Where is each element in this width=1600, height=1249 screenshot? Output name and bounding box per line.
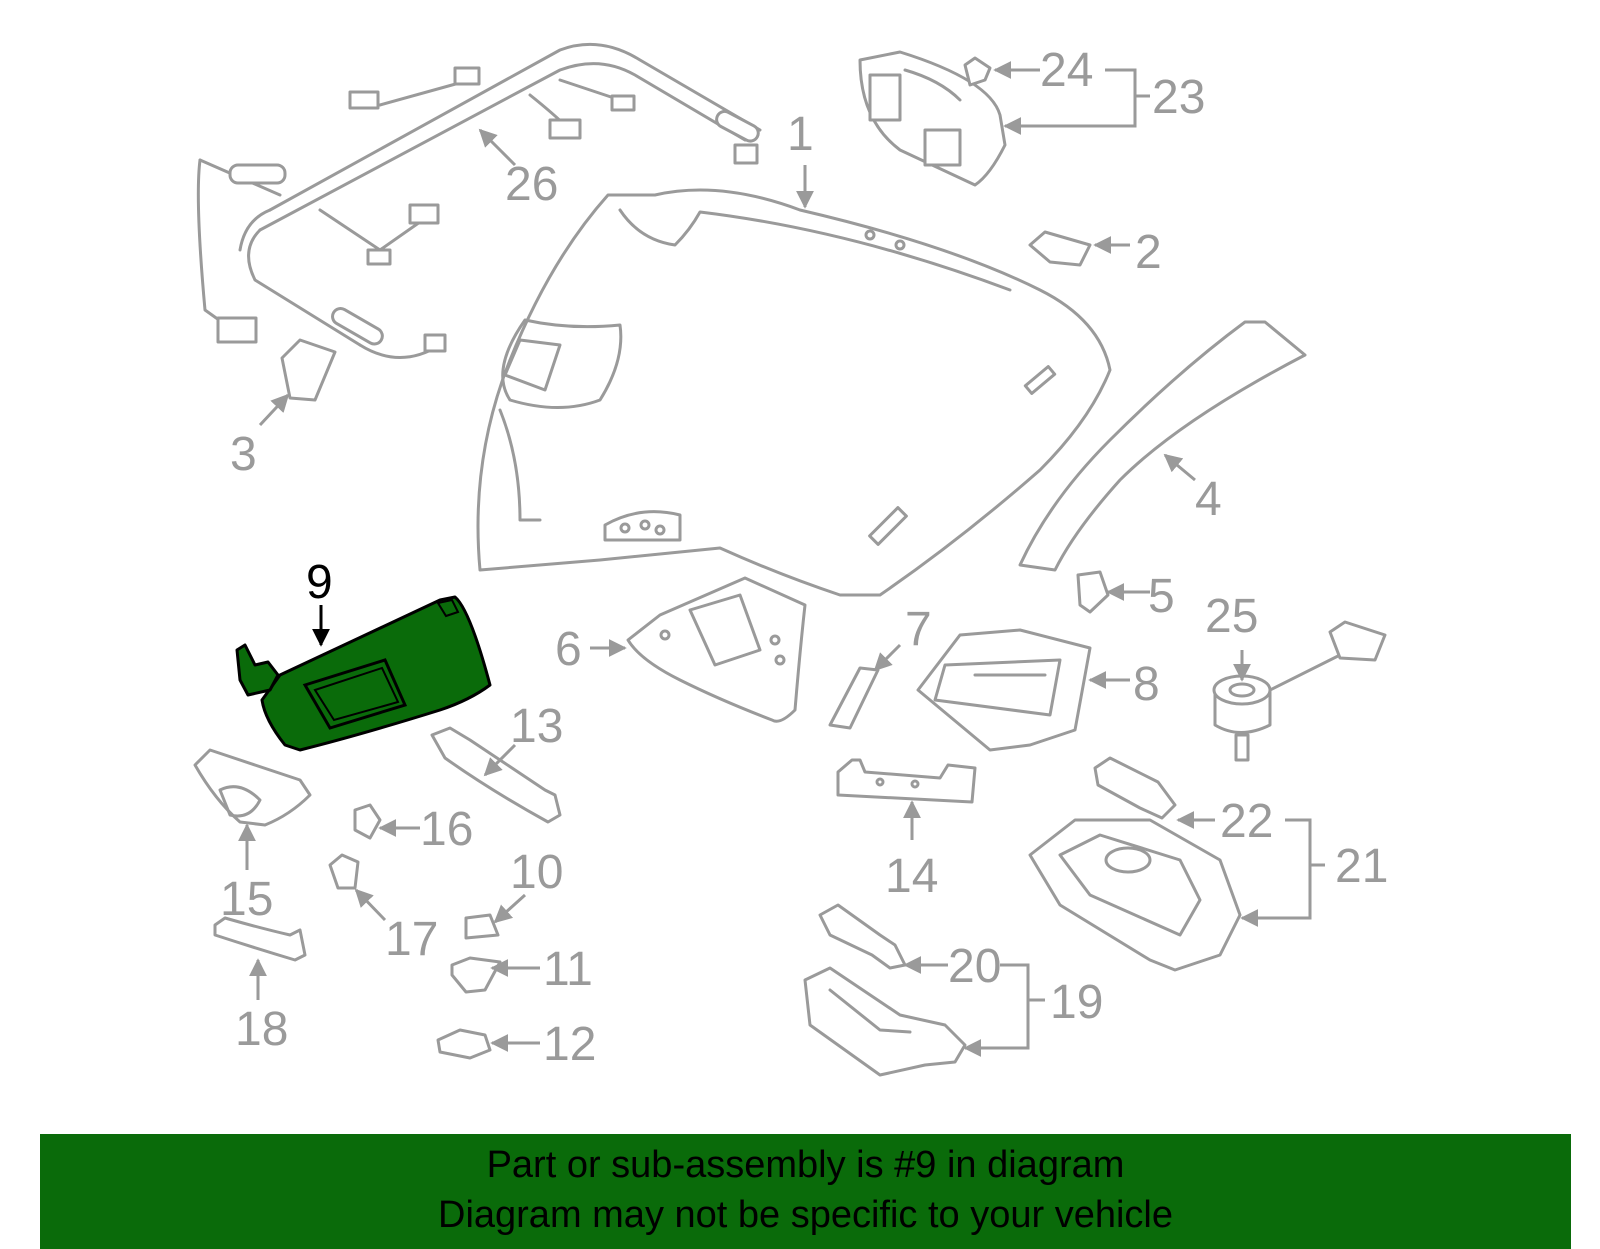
callout-labels: 1 2 3 4 5 6 7 8 9 10 11 12 13 14 15 16 1…	[220, 44, 1388, 1071]
callout-7: 7	[905, 603, 932, 656]
clip-part-17	[328, 853, 360, 890]
bulb-part-20	[818, 903, 907, 970]
clip-part-16	[353, 803, 382, 840]
banner-line-2: Diagram may not be specific to your vehi…	[438, 1194, 1173, 1236]
callout-5: 5	[1148, 570, 1175, 623]
callout-14: 14	[885, 850, 938, 903]
callout-10: 10	[510, 846, 563, 899]
sun-visor-part-9	[235, 595, 492, 752]
callout-26: 26	[505, 158, 558, 211]
wiring-harness-part-26	[196, 42, 762, 359]
banner-line-1: Part or sub-assembly is #9 in diagram	[486, 1144, 1125, 1186]
headliner-part-1	[476, 188, 1112, 597]
dome-lamp-part-21	[1028, 818, 1242, 972]
sunroof-frame-part-8	[916, 628, 1092, 752]
info-banner: Part or sub-assembly is #9 in diagram Di…	[40, 1134, 1571, 1249]
callout-21: 21	[1335, 840, 1388, 893]
callout-6: 6	[555, 623, 582, 676]
bracket-part-11	[450, 956, 502, 994]
visor-holder-part-15	[193, 748, 312, 827]
callout-11: 11	[543, 943, 593, 996]
callout-23: 23	[1152, 71, 1205, 124]
bulb-part-22	[1093, 756, 1177, 820]
clip-part-5	[1076, 570, 1110, 614]
clip-part-24	[963, 56, 992, 87]
cover-part-3	[280, 338, 337, 402]
clip-part-10	[464, 913, 500, 940]
cap-part-12	[436, 1028, 492, 1060]
callout-13: 13	[510, 700, 563, 753]
callout-3: 3	[230, 428, 257, 481]
callout-25: 25	[1205, 590, 1258, 643]
leader-lines	[238, 61, 1325, 1057]
callout-1: 1	[787, 108, 814, 161]
callout-16: 16	[420, 803, 473, 856]
bracket-part-6	[626, 576, 807, 723]
seal-part-7	[828, 666, 880, 730]
pillar-trim-part-4	[1018, 320, 1307, 572]
pad-part-2	[1028, 230, 1092, 267]
callout-18: 18	[235, 1003, 288, 1056]
handle-part-18	[213, 916, 307, 962]
callout-12: 12	[543, 1018, 596, 1071]
callout-2: 2	[1135, 226, 1162, 279]
callout-8: 8	[1133, 658, 1160, 711]
callout-24: 24	[1040, 44, 1093, 97]
bracket-part-14	[836, 758, 977, 804]
callout-20: 20	[948, 940, 1001, 993]
callout-19: 19	[1050, 976, 1103, 1029]
callout-15: 15	[220, 873, 273, 926]
lamp-housing-part-19	[803, 966, 967, 1077]
callout-9: 9	[306, 556, 333, 609]
callout-22: 22	[1220, 795, 1273, 848]
callout-4: 4	[1195, 473, 1222, 526]
callout-17: 17	[385, 913, 438, 966]
